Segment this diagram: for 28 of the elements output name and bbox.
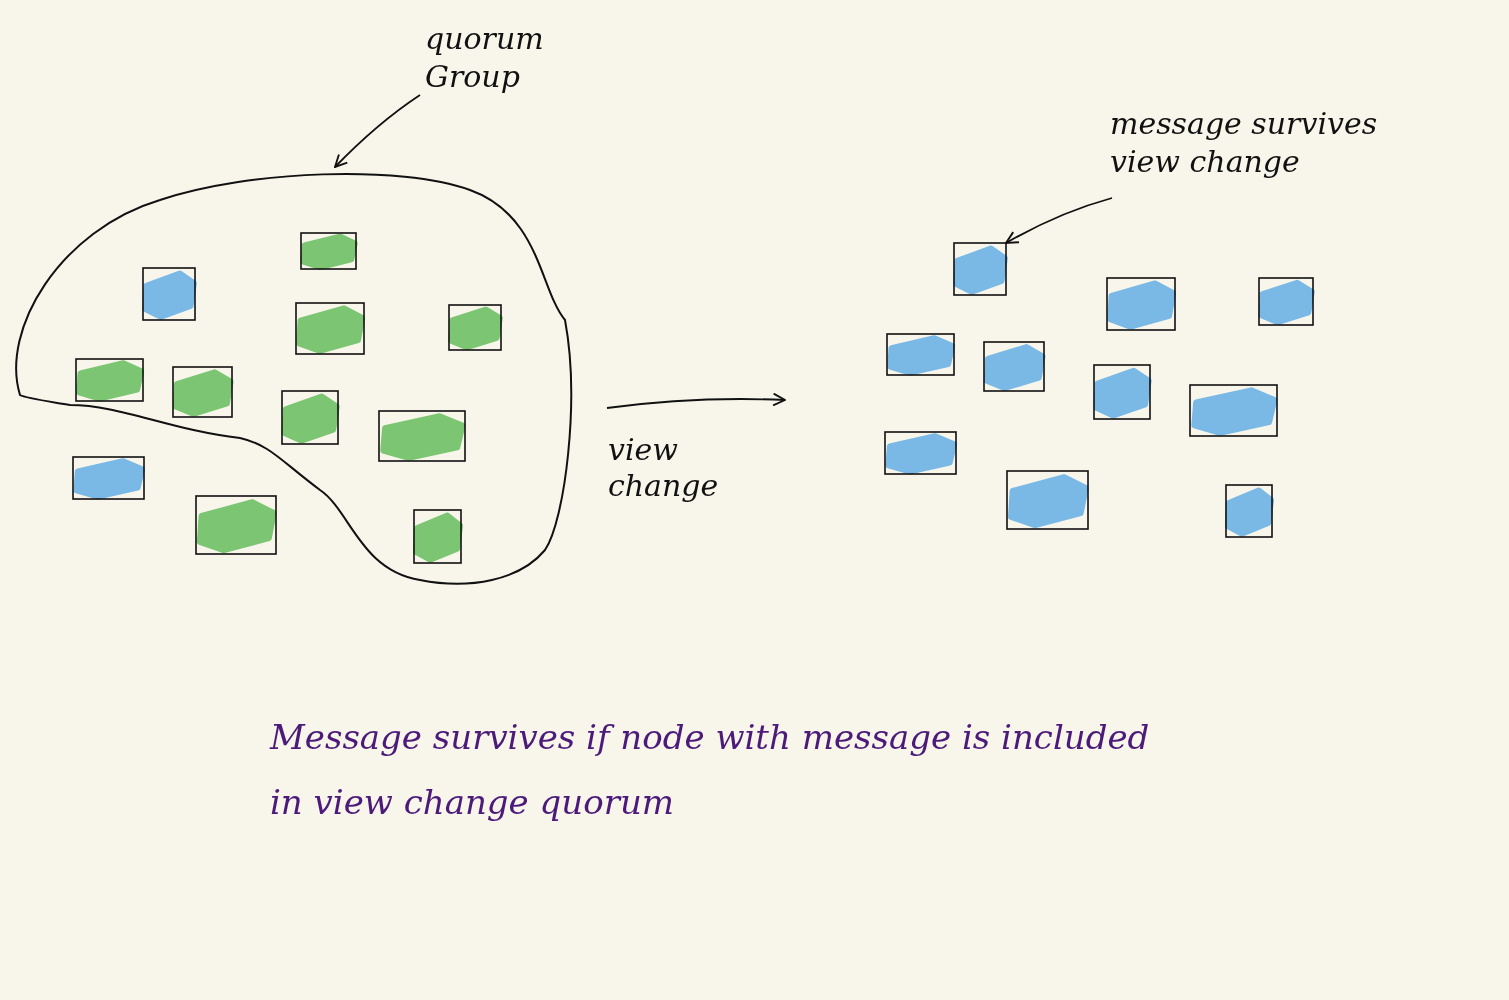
node-square xyxy=(1258,277,1314,326)
node-square xyxy=(300,232,357,270)
node-square xyxy=(448,304,502,351)
node-square xyxy=(1093,364,1151,420)
node-square xyxy=(1189,384,1278,437)
handwritten-note: message survives view change xyxy=(1110,105,1430,195)
node-square xyxy=(295,302,365,355)
node-square xyxy=(72,456,145,500)
node-square xyxy=(142,267,196,321)
node-square xyxy=(75,358,144,402)
arrow xyxy=(1005,197,1113,244)
node-square xyxy=(1006,470,1089,530)
node-square xyxy=(953,242,1007,296)
node-square xyxy=(886,333,955,376)
node-square xyxy=(983,341,1045,392)
node-square xyxy=(1225,484,1273,538)
node-square xyxy=(281,390,339,445)
node-square xyxy=(195,495,277,555)
node-square xyxy=(884,431,957,475)
caption: Message survives if node with message is included in view change quorum xyxy=(270,716,1151,824)
edge-label: view change xyxy=(608,432,720,504)
node-square xyxy=(413,509,462,564)
handwritten-note: quorum Group xyxy=(425,20,625,120)
arrow xyxy=(606,392,786,409)
node-square xyxy=(1106,277,1176,331)
arrow xyxy=(334,94,421,168)
node-square xyxy=(172,366,233,418)
node-square xyxy=(378,410,466,462)
